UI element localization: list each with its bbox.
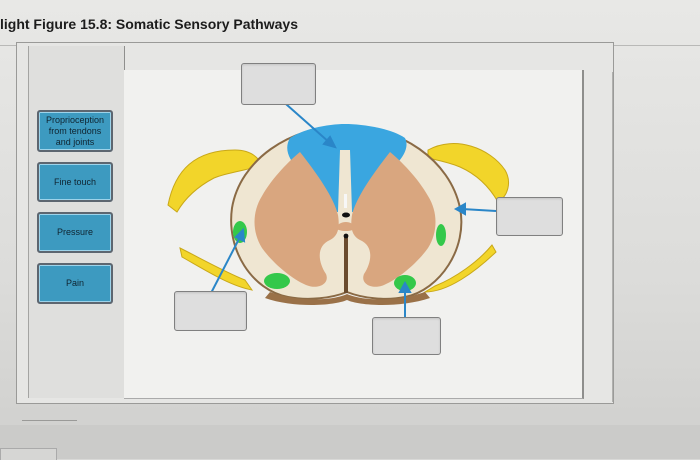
label-proprioception[interactable]: Proprioception from tendons and joints [37, 110, 113, 152]
ventral-root-left [179, 247, 254, 291]
label-fine-touch[interactable]: Fine touch [37, 162, 113, 202]
ventral-root-right [423, 244, 497, 293]
drop-target-right[interactable] [496, 197, 563, 236]
bottom-toolbar [0, 425, 700, 459]
drop-target-bottom[interactable] [372, 317, 441, 355]
ventral-edge [265, 292, 430, 305]
ventral-fissure [344, 236, 348, 293]
bottom-tab[interactable] [0, 448, 57, 460]
arrow-left-lateral [208, 236, 241, 298]
tract-right-lateral [436, 224, 446, 246]
arrow-right-lateral [461, 208, 497, 212]
page-title: light Figure 15.8: Somatic Sensory Pathw… [0, 16, 298, 32]
arrowhead-right-lateral [453, 202, 466, 216]
arrowhead-dorsal-column [322, 135, 337, 149]
gray-commissure [335, 222, 356, 231]
label-pressure[interactable]: Pressure [37, 212, 113, 253]
bottom-divider [22, 420, 77, 421]
arrowhead-left-lateral [234, 227, 246, 243]
fissure-top [343, 233, 349, 239]
drop-target-left[interactable] [174, 291, 247, 331]
tract-left-ventral [264, 273, 290, 289]
label-pain[interactable]: Pain [37, 263, 113, 304]
median-septum [344, 194, 347, 208]
gray-matter-right [351, 152, 436, 287]
central-canal [342, 212, 350, 218]
drop-target-top[interactable] [241, 63, 316, 105]
arrowhead-ventral [398, 280, 412, 293]
gray-matter-left [254, 152, 339, 287]
panel-right-edge [612, 72, 613, 402]
